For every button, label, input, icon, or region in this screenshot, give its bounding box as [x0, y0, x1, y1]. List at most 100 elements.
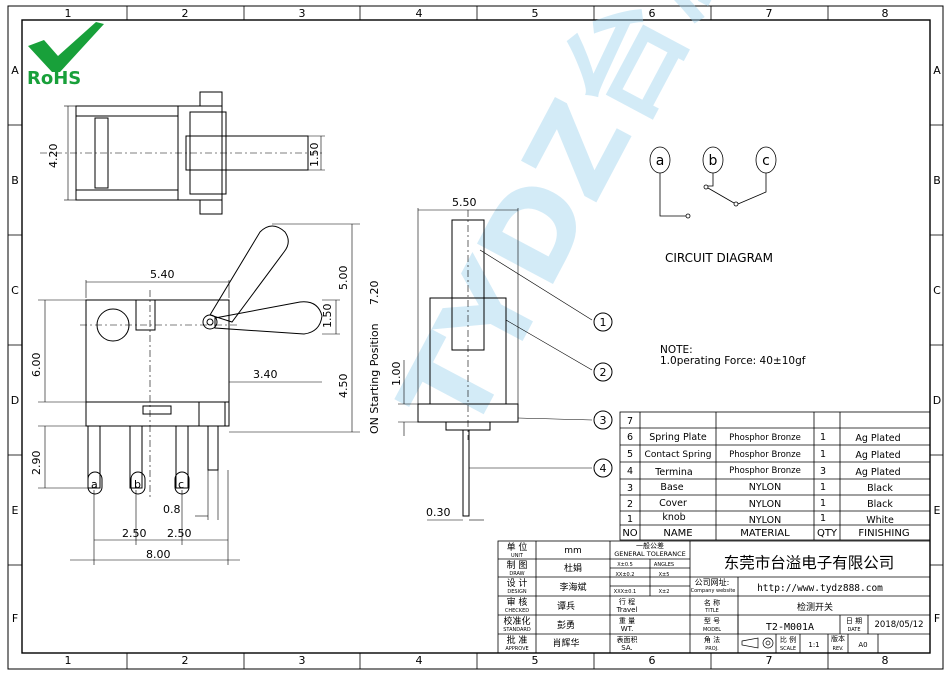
row-label: D: [11, 394, 19, 407]
tb-rev-cn: 版本: [831, 634, 845, 643]
tb-tol6: X±2: [659, 589, 670, 595]
tb-tol1: X±0.5: [617, 562, 633, 568]
dim-7-20: 7.20: [368, 281, 381, 306]
tb-sa-en: SA.: [621, 644, 632, 652]
row-label: B: [11, 174, 19, 187]
tb-title-val: 检测开关: [797, 601, 833, 613]
bom-row: 3 Base NYLON 1 Black: [627, 482, 893, 494]
tb-checked-cn: 审 核: [507, 596, 528, 608]
bom-row: 1 knob NYLON 1 White: [627, 512, 894, 526]
row-label: F: [934, 612, 940, 625]
row-label: C: [933, 284, 941, 297]
tb-website-cn: 公司网址:: [695, 577, 730, 587]
tb-unit-cn: 单 位: [507, 541, 528, 553]
col-label: 6: [649, 7, 656, 20]
tb-model-val: T2-M001A: [766, 622, 814, 633]
tb-tol2: ANGLES: [654, 562, 674, 568]
tb-sa-cn: 表面积: [617, 635, 638, 644]
pin-label-a: a: [91, 478, 98, 491]
projection-icon: [741, 637, 774, 649]
col-label: 1: [65, 654, 72, 667]
tb-wt-en: WT.: [621, 625, 634, 633]
pin-label-c: c: [178, 478, 184, 491]
row-label: A: [11, 64, 19, 77]
tb-standard-en: STANDARD: [503, 627, 531, 633]
top-view: [40, 91, 325, 215]
bom-header-qty: QTY: [817, 528, 838, 539]
circuit-labels: a b c: [656, 153, 770, 169]
circuit-b: b: [709, 153, 718, 169]
circuit-title: CIRCUIT DIAGRAM: [665, 251, 773, 265]
tb-title-en: TITLE: [704, 608, 719, 614]
dim-0-30: 0.30: [426, 506, 451, 519]
row-label: E: [12, 504, 19, 517]
bom-header-name: NAME: [663, 528, 692, 539]
bom-no: 6: [627, 432, 633, 443]
title-block: 单 位 UNIT mm 制 图 DRAW 杜娟 设 计 DESIGN 李海斌 审…: [503, 541, 923, 652]
tb-checked-val: 谭兵: [557, 600, 575, 612]
tb-unit-en: UNIT: [511, 553, 524, 559]
tb-design-val: 李海斌: [559, 581, 586, 593]
bom-finishing: Ag Plated: [855, 433, 900, 444]
row-label: C: [11, 284, 19, 297]
note-heading: NOTE:: [660, 344, 693, 356]
bom-header-finishing: FINISHING: [858, 528, 909, 539]
tb-date-val: 2018/05/12: [875, 620, 924, 630]
bom-row: 5 Contact Spring Phosphor Bronze 1 Ag Pl…: [627, 449, 901, 461]
balloon-4: 4: [600, 462, 607, 475]
bom-name: Contact Spring: [645, 450, 712, 460]
bom-material: Phosphor Bronze: [729, 466, 801, 476]
frame: [7, 5, 944, 670]
col-label: 4: [416, 654, 423, 667]
bom-header-no: NO: [622, 528, 637, 539]
dim-on-start: ON Starting Position: [368, 323, 381, 434]
tb-rev-val: A0: [858, 641, 867, 649]
bom-finishing: Black: [867, 483, 893, 494]
checkmark-icon: [28, 22, 104, 72]
tb-title-cn: 名 称: [704, 598, 720, 607]
tb-tol-en: GENERAL TOLERANCE: [614, 550, 686, 558]
tb-company: 东莞市台溢电子有限公司: [724, 554, 895, 572]
balloon-1: 1: [600, 316, 607, 329]
col-label: 6: [649, 654, 656, 667]
bom-no: 5: [627, 449, 633, 460]
tb-draw-val: 杜娟: [564, 562, 582, 574]
circuit-diagram: [649, 146, 777, 219]
bom-no: 1: [627, 514, 633, 525]
dim-6-00: 6.00: [30, 353, 43, 378]
row-label: A: [933, 64, 941, 77]
tb-tol-cn: 一般公差: [636, 541, 664, 550]
bom-table-grid: [619, 411, 931, 541]
bom-name: Spring Plate: [649, 432, 707, 443]
dim-4-50: 4.50: [337, 374, 350, 399]
bom-material: NYLON: [749, 482, 781, 493]
tb-wt-cn: 重 量: [619, 617, 635, 625]
tb-travel-cn: 行 程: [619, 597, 635, 606]
dim-2-90: 2.90: [30, 451, 43, 476]
grid-markers: [8, 6, 943, 669]
bom-no: 4: [627, 466, 633, 477]
bom-row: 6 Spring Plate Phosphor Bronze 1 Ag Plat…: [627, 432, 901, 444]
dim-5-50: 5.50: [452, 196, 477, 209]
title-block-grid: [497, 540, 931, 654]
bom-qty: 1: [820, 482, 826, 493]
col-label: 5: [532, 654, 539, 667]
balloon-3: 3: [600, 414, 607, 427]
tb-date-en: DATE: [847, 627, 860, 633]
tb-approve-val: 肖辉华: [552, 637, 579, 649]
tb-model-en: MODEL: [703, 627, 721, 633]
tb-standard-cn: 校准化: [503, 615, 530, 627]
tb-checked-en: CHECKED: [505, 608, 529, 614]
grid-labels: 1 2 3 4 5 6 7 8 1 2 3 4 5 6 7 8 A B C D …: [11, 7, 941, 667]
tb-scale-val: 1:1: [808, 641, 819, 649]
pin-label-b: b: [134, 478, 141, 491]
tb-unit-val: mm: [564, 546, 582, 556]
bom-qty: 1: [820, 498, 826, 509]
bom-header: NO NAME MATERIAL QTY FINISHING: [622, 528, 909, 539]
col-label: 7: [766, 7, 773, 20]
col-label: 1: [65, 7, 72, 20]
note-line: 1.0perating Force: 40±10gf: [660, 355, 806, 367]
tb-design-cn: 设 计: [507, 577, 528, 589]
